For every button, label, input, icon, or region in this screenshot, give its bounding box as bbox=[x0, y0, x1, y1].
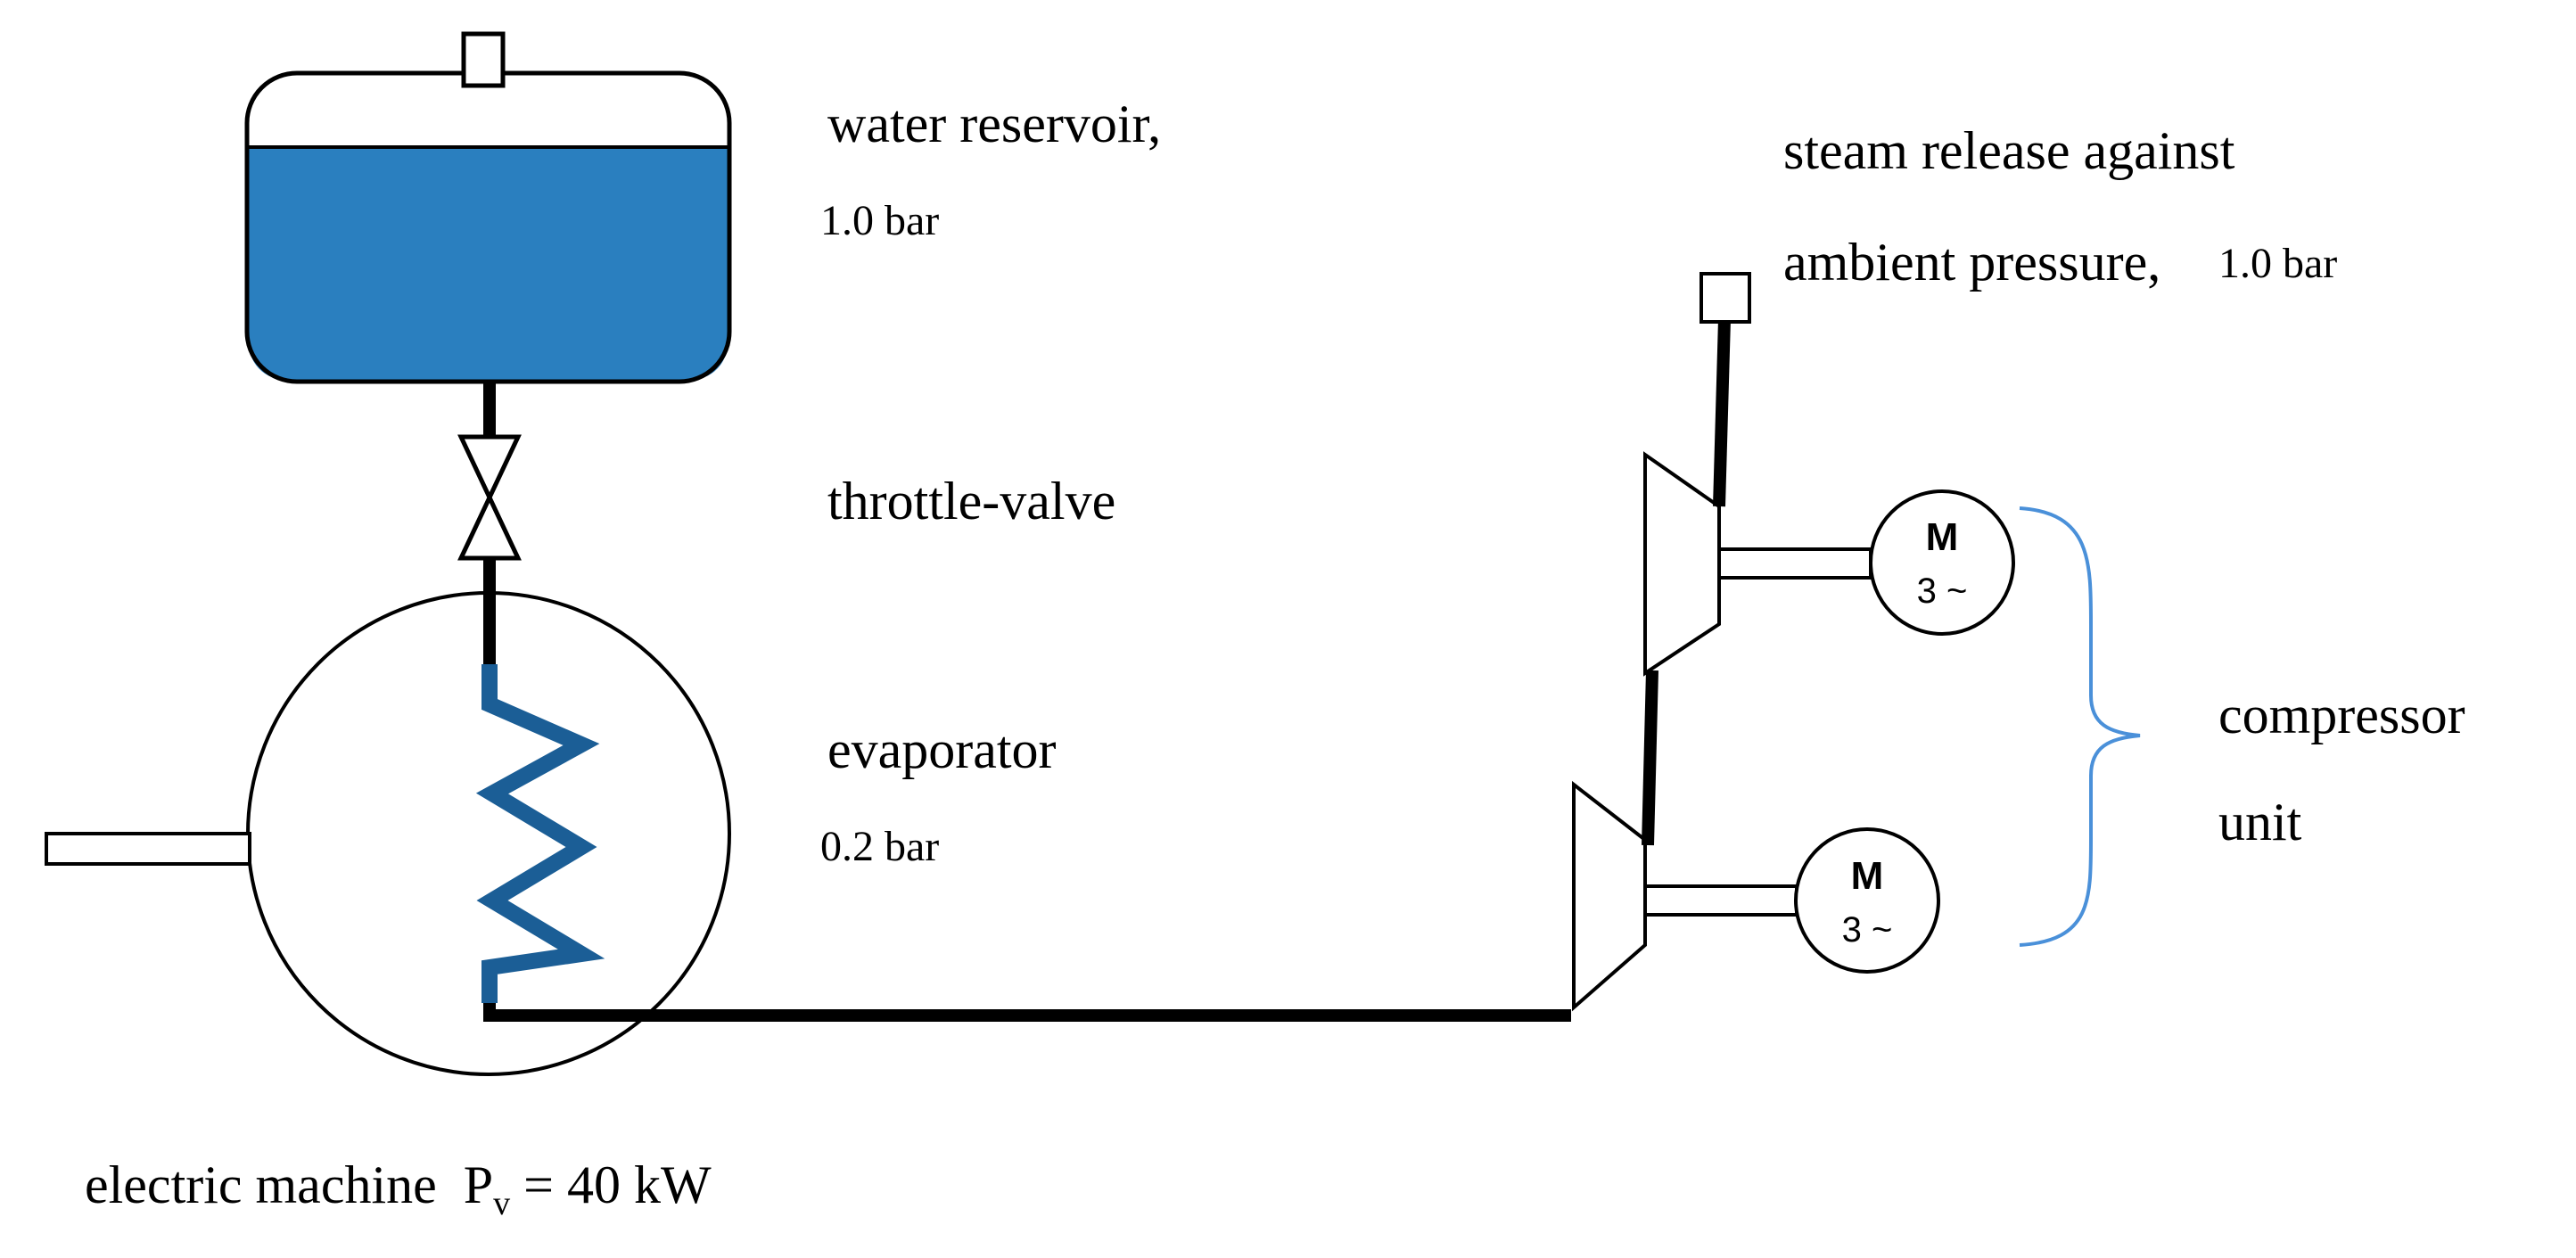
motor-shaft-lower bbox=[1643, 884, 1798, 917]
pipe-interstage bbox=[1642, 670, 1658, 846]
label-electric-machine: electric machine bbox=[85, 1155, 437, 1214]
label-power-symbol: P bbox=[463, 1155, 494, 1214]
electric-machine-shaft bbox=[45, 832, 251, 866]
motor-upper-letter: M bbox=[1926, 515, 1959, 559]
compressor-stage-1 bbox=[1572, 780, 1647, 1012]
label-water-reservoir: water reservoir, bbox=[827, 95, 1162, 153]
label-evaporator-pressure: 0.2 bar bbox=[820, 823, 940, 870]
label-reservoir-pressure: 1.0 bar bbox=[820, 197, 940, 244]
label-ambient-pressure-value: 1.0 bar bbox=[2218, 240, 2338, 287]
motor-upper-phase: 3 ~ bbox=[1917, 571, 1968, 611]
label-throttle-valve: throttle-valve bbox=[827, 472, 1116, 530]
label-steam-release: steam release against bbox=[1783, 121, 2235, 180]
label-ambient-pressure: ambient pressure, bbox=[1783, 233, 2161, 292]
label-power-subscript: v bbox=[493, 1185, 511, 1222]
steam-release-vent bbox=[1700, 272, 1751, 324]
throttle-valve-symbol bbox=[457, 434, 522, 561]
motor-lower-phase: 3 ~ bbox=[1842, 910, 1893, 950]
suction-line bbox=[483, 1003, 1571, 1022]
pipe-steam-release bbox=[1713, 318, 1731, 507]
evaporator-coil bbox=[475, 664, 605, 1003]
compressor-unit-brace bbox=[2019, 506, 2141, 947]
motor-lower bbox=[1794, 827, 1940, 974]
label-compressor-line1: compressor bbox=[2218, 686, 2465, 744]
label-electric-machine-power: electric machine Pv = 40 kW bbox=[85, 1155, 712, 1223]
water-reservoir bbox=[244, 31, 732, 384]
label-compressor-line2: unit bbox=[2218, 793, 2302, 851]
motor-lower-letter: M bbox=[1851, 854, 1884, 898]
label-evaporator: evaporator bbox=[827, 720, 1057, 779]
motor-shaft-upper bbox=[1717, 547, 1872, 580]
motor-upper bbox=[1869, 489, 2015, 636]
compressor-stage-2 bbox=[1643, 451, 1721, 677]
reservoir-vent-cap bbox=[461, 31, 506, 88]
reservoir-water bbox=[247, 147, 729, 382]
label-power-value: = 40 kW bbox=[510, 1155, 712, 1214]
